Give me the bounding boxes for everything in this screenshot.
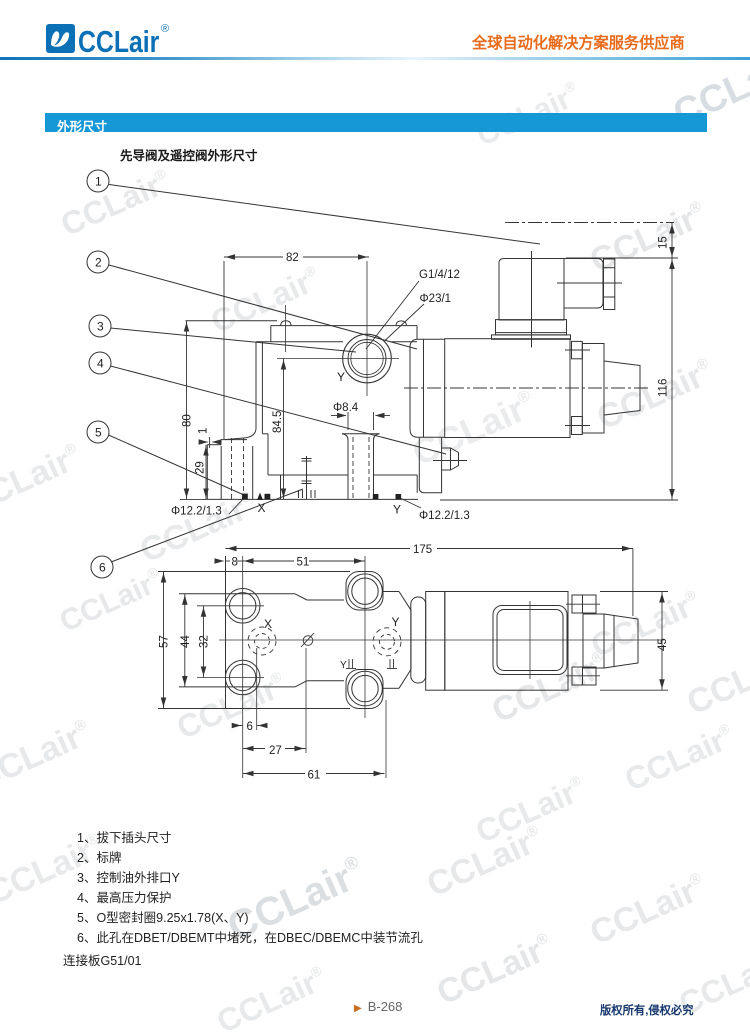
svg-text:6: 6 [247, 721, 253, 733]
svg-text:32: 32 [199, 635, 211, 648]
svg-text:29: 29 [195, 461, 207, 474]
svg-text:Φ8.4: Φ8.4 [333, 402, 359, 414]
svg-text:4: 4 [97, 357, 104, 371]
svg-text:Y: Y [392, 615, 400, 629]
svg-text:6: 6 [99, 561, 106, 575]
svg-text:Φ12.2/1.3: Φ12.2/1.3 [419, 510, 470, 522]
svg-text:84.5: 84.5 [272, 411, 284, 433]
svg-text:51: 51 [297, 557, 310, 569]
svg-text:15: 15 [658, 236, 670, 249]
svg-text:2: 2 [95, 256, 102, 270]
svg-text:1: 1 [95, 175, 102, 189]
svg-text:Y: Y [340, 660, 347, 671]
svg-text:44: 44 [180, 635, 192, 648]
svg-text:82: 82 [286, 252, 299, 264]
svg-text:X: X [264, 617, 272, 631]
svg-text:Φ23/1: Φ23/1 [420, 293, 452, 305]
svg-text:57: 57 [159, 635, 171, 648]
svg-text:3: 3 [97, 320, 104, 334]
svg-text:Φ12.2/1.3: Φ12.2/1.3 [171, 506, 222, 518]
svg-text:8: 8 [232, 557, 238, 569]
svg-text:G1/4/12: G1/4/12 [419, 269, 460, 281]
svg-text:175: 175 [413, 544, 432, 556]
svg-text:80: 80 [182, 414, 194, 427]
svg-text:1: 1 [198, 428, 210, 434]
svg-text:Y: Y [393, 503, 401, 517]
svg-text:116: 116 [658, 379, 670, 397]
svg-text:45: 45 [657, 638, 669, 651]
svg-text:5: 5 [95, 426, 102, 440]
svg-text:61: 61 [308, 770, 321, 782]
svg-text:X: X [258, 501, 266, 515]
svg-text:27: 27 [269, 745, 282, 757]
svg-text:Y: Y [337, 370, 345, 384]
